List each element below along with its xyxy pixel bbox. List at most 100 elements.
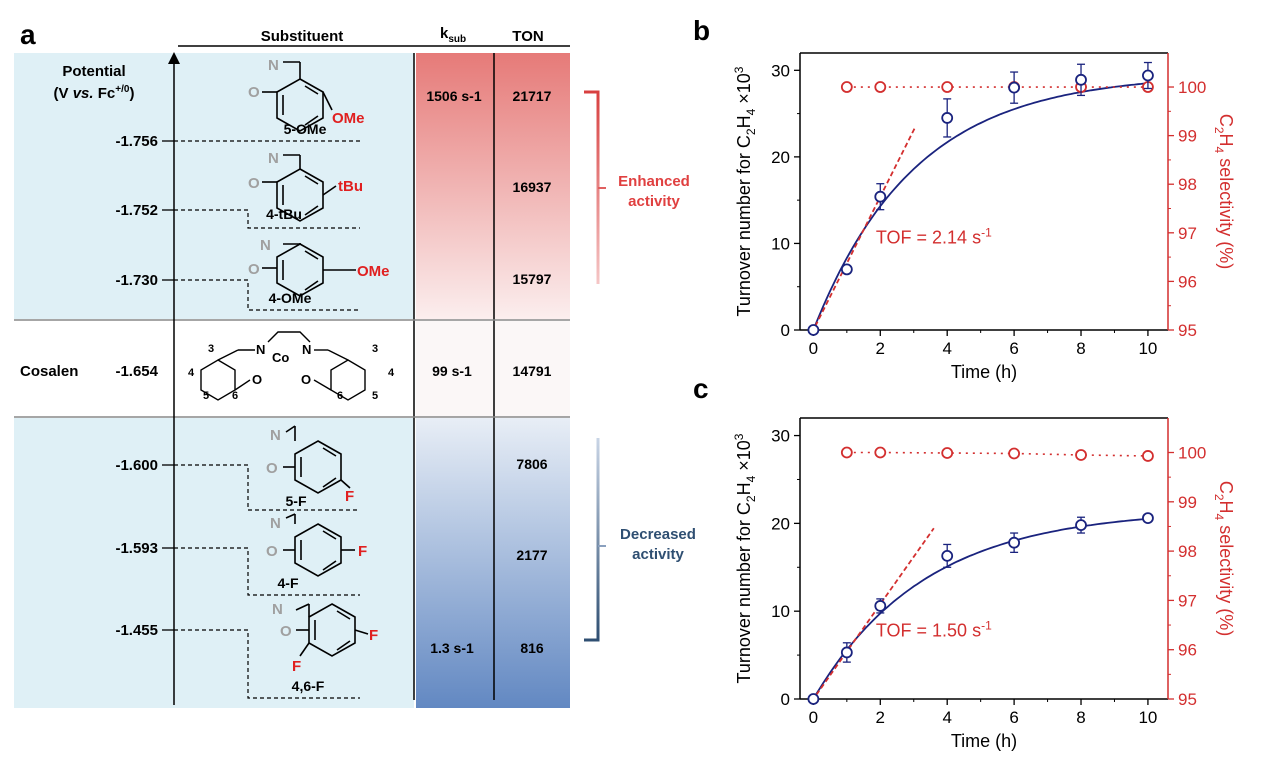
potential-4-ome: -1.730 bbox=[115, 272, 158, 289]
fit-curve bbox=[812, 82, 1148, 331]
selectivity-point bbox=[1075, 449, 1087, 461]
y-right-tick-label: 99 bbox=[1178, 493, 1197, 512]
x-axis-title: Time (h) bbox=[951, 362, 1017, 382]
tof-annotation: TOF = 2.14 s-1 bbox=[876, 225, 992, 247]
ton-point bbox=[874, 600, 887, 612]
y-tick-label: 0 bbox=[781, 690, 790, 709]
ton-point bbox=[807, 693, 820, 705]
ton-point bbox=[840, 263, 853, 276]
x-tick-label: 10 bbox=[1138, 339, 1157, 358]
potential-4-tbu: -1.752 bbox=[115, 202, 158, 219]
substituent-f-4: F bbox=[369, 627, 378, 644]
x-tick-label: 8 bbox=[1076, 708, 1085, 727]
panel-label-a: a bbox=[20, 19, 36, 50]
ksub-4-6-f: 1.3 s-1 bbox=[430, 640, 474, 656]
x-tick-label: 0 bbox=[809, 708, 818, 727]
y-tick-label: 10 bbox=[771, 234, 790, 253]
tof-tangent-line bbox=[810, 527, 935, 702]
atom-o: O bbox=[266, 543, 278, 560]
ton-point bbox=[1142, 512, 1154, 525]
structure-4-tbu: N O tBu 4-tBu bbox=[248, 150, 363, 222]
x-tick-label: 4 bbox=[942, 708, 951, 727]
atom-o: O bbox=[252, 372, 262, 387]
ksub-5-ome: 1506 s-1 bbox=[426, 88, 481, 104]
atom-n: N bbox=[256, 342, 265, 357]
x-tick-label: 6 bbox=[1009, 339, 1018, 358]
decreased-label-line2: activity bbox=[632, 546, 684, 563]
position-number: 6 bbox=[232, 390, 238, 402]
potential-5-ome: -1.756 bbox=[115, 133, 158, 150]
potential-5-f: -1.600 bbox=[115, 457, 158, 474]
y-axis-title: Turnover number for C2H4 ×103 bbox=[732, 433, 758, 683]
structure-4-6-f: N O F F 4,6-F bbox=[272, 601, 378, 694]
substituent-ome-4: OMe bbox=[357, 263, 390, 280]
atom-o: O bbox=[266, 460, 278, 477]
y-right-tick-label: 99 bbox=[1178, 127, 1197, 146]
ton-5-ome: 21717 bbox=[513, 88, 552, 104]
potential-cosalen: -1.654 bbox=[115, 363, 158, 380]
ksub-cosalen: 99 s-1 bbox=[432, 363, 472, 379]
ton-point bbox=[1142, 69, 1154, 82]
x-tick-label: 6 bbox=[1009, 708, 1018, 727]
position-number: 6 bbox=[337, 390, 343, 402]
label-5-ome: 5-OMe bbox=[284, 121, 327, 137]
ton-cosalen: 14791 bbox=[513, 363, 552, 379]
label-4-tbu: 4-tBu bbox=[266, 206, 302, 222]
y-right-axis-title: C2H4 selectivity (%) bbox=[1212, 114, 1236, 269]
position-number: 3 bbox=[208, 343, 214, 355]
x-tick-label: 10 bbox=[1138, 708, 1157, 727]
decreased-bracket bbox=[584, 438, 600, 642]
selectivity-point bbox=[840, 81, 853, 93]
y-right-tick-label: 98 bbox=[1178, 175, 1197, 194]
position-number: 5 bbox=[372, 390, 378, 402]
selectivity-point bbox=[840, 446, 853, 459]
atom-o: O bbox=[280, 623, 292, 640]
structure-4-f: N O F 4-F bbox=[266, 513, 367, 591]
label-5-f: 5-F bbox=[286, 493, 307, 509]
header-ton: TON bbox=[512, 28, 543, 45]
y-right-tick-label: 98 bbox=[1178, 542, 1197, 561]
structure-cosalen: N N Co O O 3 4 5 6 3 4 5 6 bbox=[188, 331, 395, 402]
level-connectors bbox=[174, 140, 360, 699]
structure-4-ome: N O OMe 4-OMe bbox=[248, 237, 390, 306]
y-tick-label: 20 bbox=[771, 514, 790, 533]
selectivity-point bbox=[941, 81, 954, 93]
panel-label-c: c bbox=[693, 373, 709, 404]
y-right-tick-label: 100 bbox=[1178, 78, 1206, 97]
substituent-f-4: F bbox=[358, 543, 367, 560]
y-tick-label: 0 bbox=[781, 321, 790, 340]
ton-point bbox=[840, 646, 853, 659]
x-tick-label: 2 bbox=[876, 339, 885, 358]
substituent-f-6: F bbox=[292, 658, 301, 675]
atom-n: N bbox=[270, 515, 281, 532]
substituent-ome-5: OMe bbox=[332, 110, 365, 127]
tof-tangent-line bbox=[810, 126, 917, 334]
x-tick-label: 8 bbox=[1076, 339, 1085, 358]
atom-n: N bbox=[268, 150, 279, 167]
y-tick-label: 30 bbox=[771, 61, 790, 80]
atom-co: Co bbox=[272, 350, 289, 365]
ton-point bbox=[941, 549, 954, 562]
tof-annotation: TOF = 1.50 s-1 bbox=[876, 619, 992, 641]
ton-point bbox=[807, 324, 820, 336]
position-number: 4 bbox=[388, 367, 395, 379]
ton-4-f: 2177 bbox=[516, 547, 547, 563]
potential-unit: (V vs. Fc+/0) bbox=[54, 84, 135, 102]
y-right-tick-label: 97 bbox=[1178, 224, 1197, 243]
position-number: 4 bbox=[188, 367, 195, 379]
panel-a: a Substituent ksub TON Potential (V vs. … bbox=[14, 19, 696, 708]
substituent-tbu: tBu bbox=[338, 178, 363, 195]
y-right-tick-label: 97 bbox=[1178, 591, 1197, 610]
label-4-ome: 4-OMe bbox=[269, 290, 312, 306]
x-tick-label: 2 bbox=[876, 708, 885, 727]
white-gradient-column bbox=[416, 321, 570, 417]
decreased-label-line1: Decreased bbox=[620, 526, 696, 543]
x-axis-title: Time (h) bbox=[951, 731, 1017, 751]
selectivity-point bbox=[941, 447, 954, 459]
selectivity-point bbox=[874, 446, 887, 459]
potential-axis-arrow bbox=[168, 52, 180, 64]
atom-o: O bbox=[248, 175, 260, 192]
